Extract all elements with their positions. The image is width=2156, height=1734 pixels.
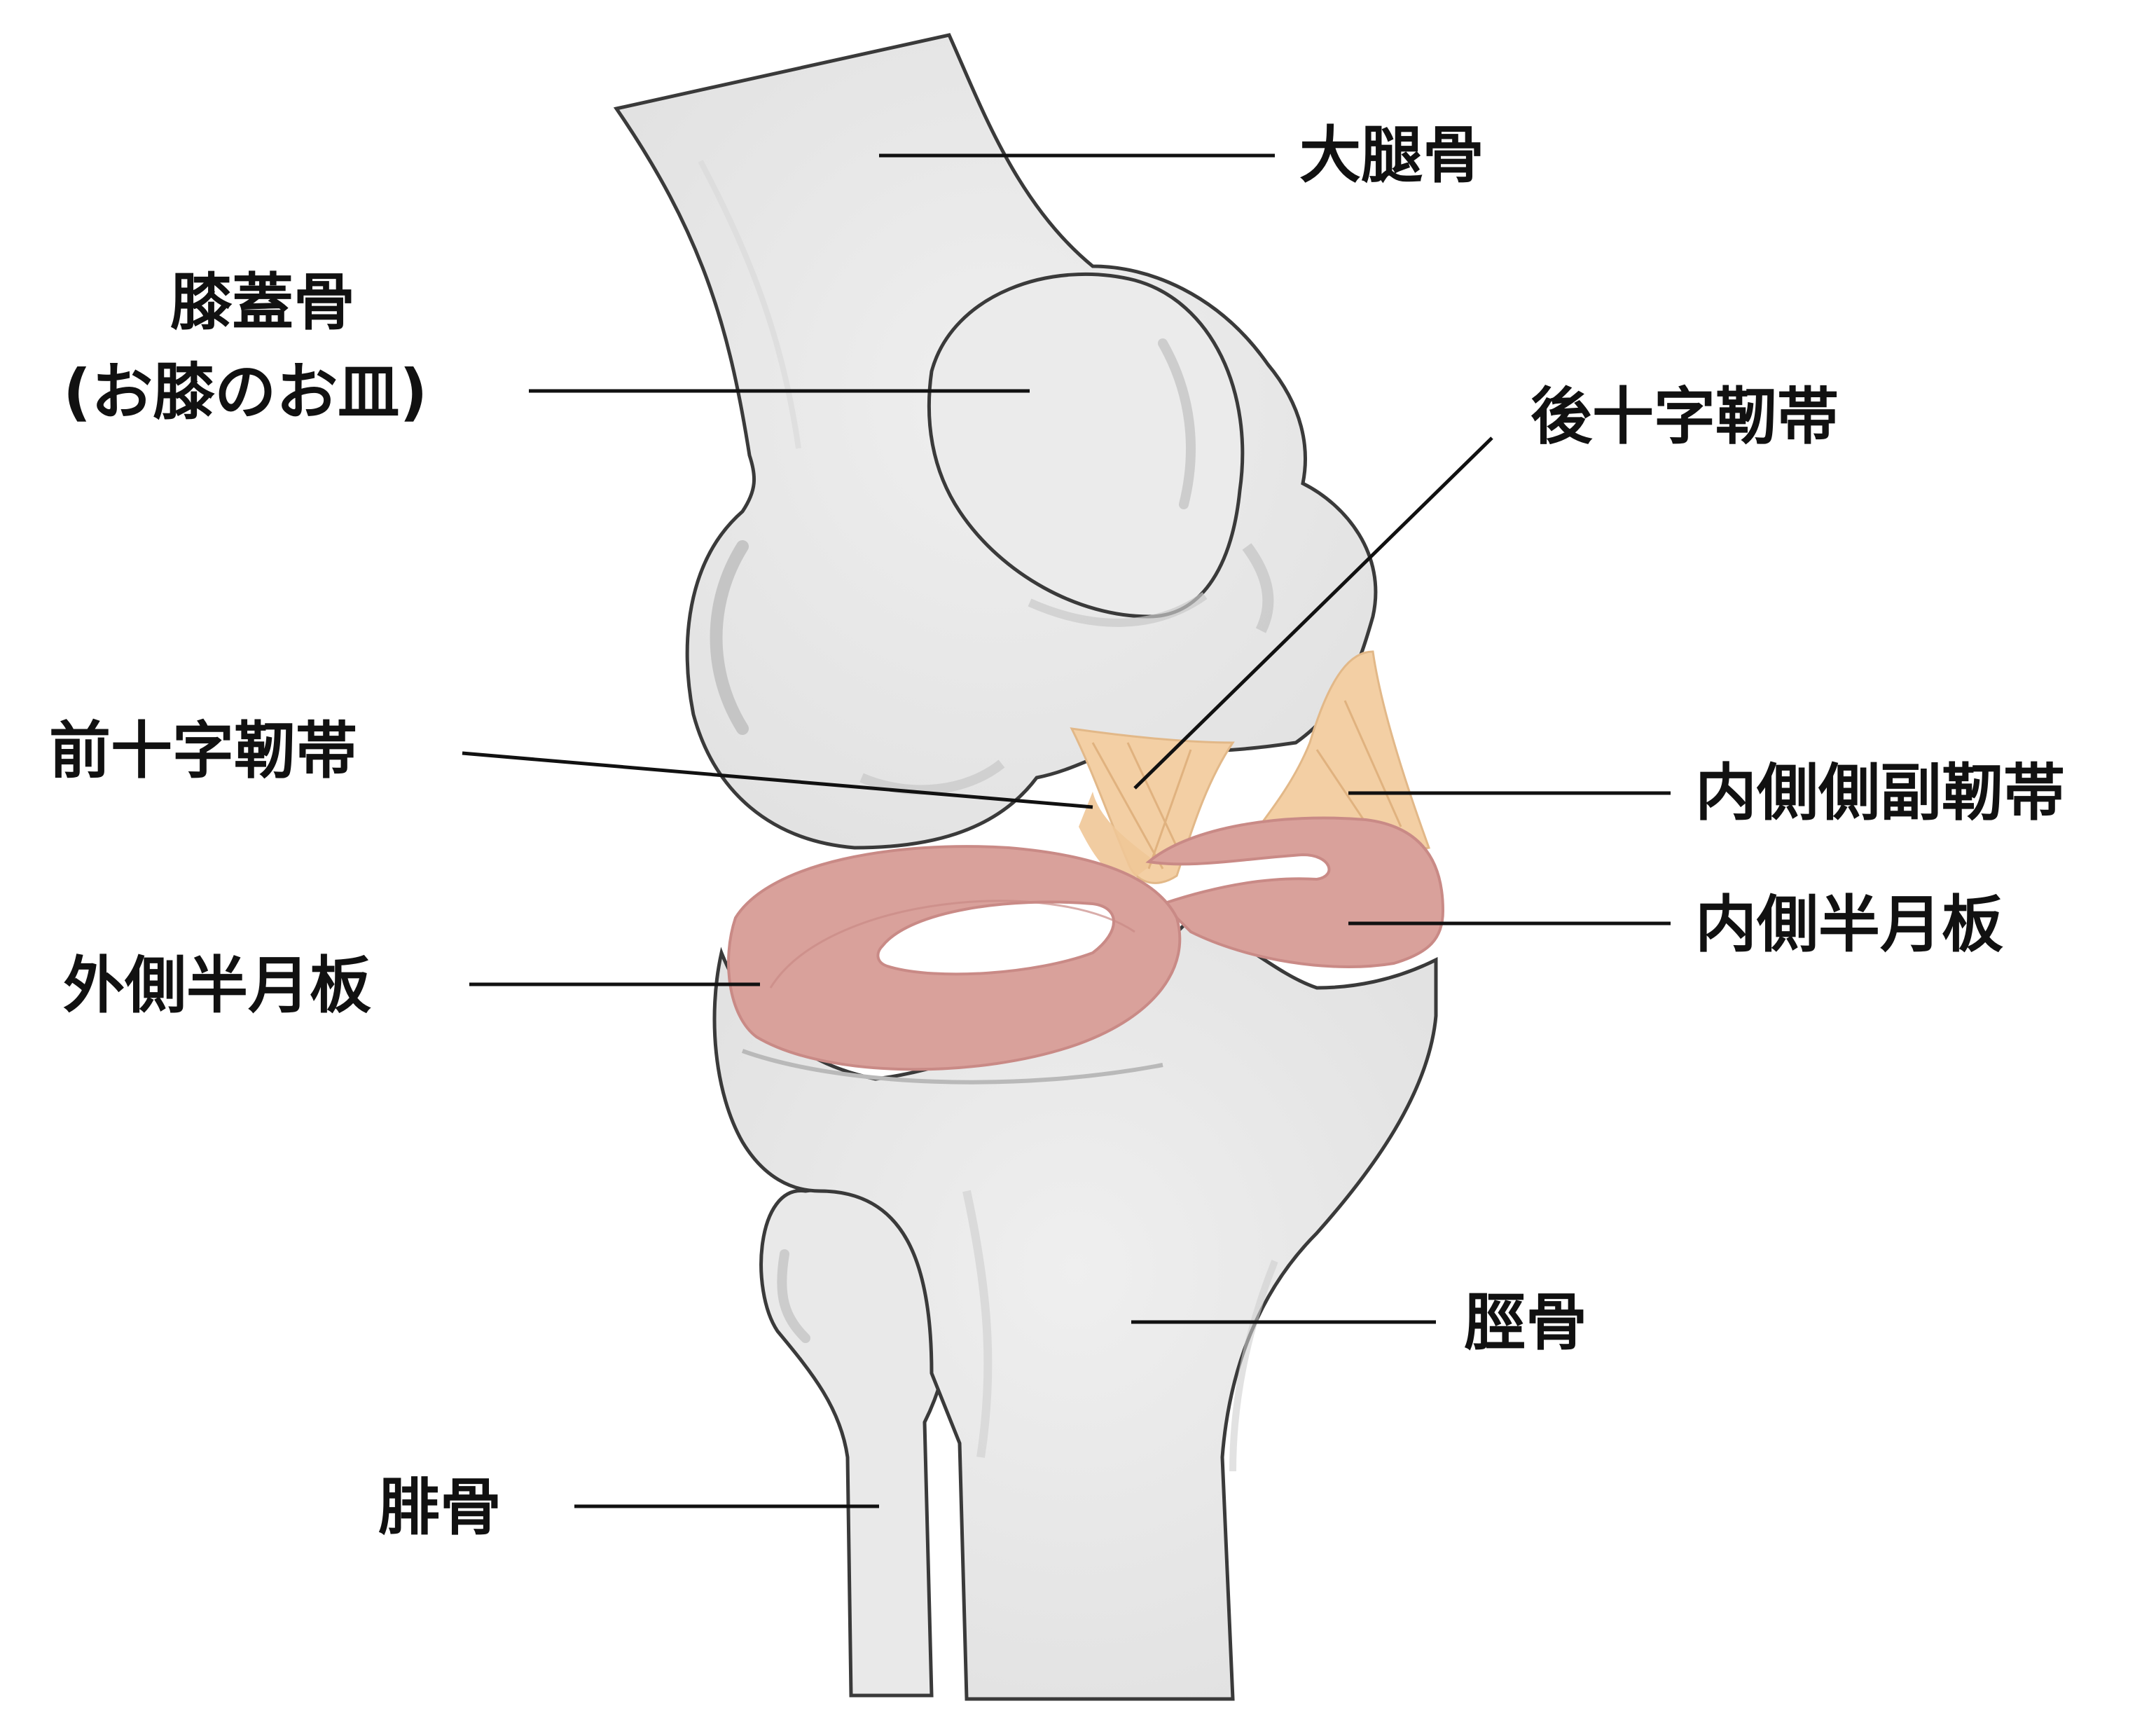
label-patella-note: (お膝のお皿) [63,356,427,428]
label-femur: 大腿骨 [1299,119,1484,191]
leader-line-pcl [1133,436,1493,790]
label-patella-name: 膝蓋骨 [170,266,355,338]
lateral-meniscus [727,845,1182,1071]
leader-lines [462,153,1671,1508]
cruciate-ligaments [1070,727,1235,884]
label-fibula: 腓骨 [378,1471,502,1543]
medial-meniscus [1145,816,1445,968]
label-acl: 前十字靭帯 [49,715,357,787]
labels: 大腿骨 膝蓋骨 (お膝のお皿) 後十字靭帯 前十字靭帯 内側側副靭帯 内側半月板… [49,119,2065,1543]
label-tibia: 脛骨 [1464,1286,1587,1358]
label-lateral-meniscus: 外側半月板 [63,949,371,1021]
leader-line-acl [462,751,1093,809]
label-mcl: 内側側副靭帯 [1695,757,2065,829]
label-medial-meniscus: 内側半月板 [1695,888,2003,961]
patella-bone [927,272,1245,627]
label-pcl: 後十字靭帯 [1530,380,1839,453]
medial-collateral-ligament [1252,650,1431,851]
